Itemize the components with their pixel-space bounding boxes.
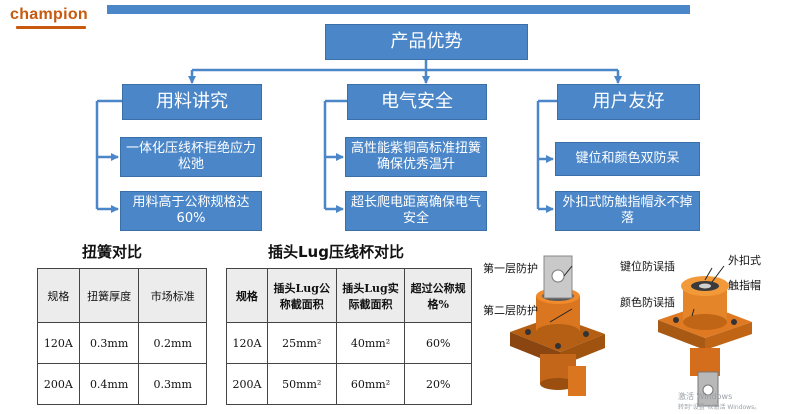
champion-logo: champion <box>10 6 94 29</box>
table-cell: 25mm² <box>266 322 337 364</box>
table-row: 120A 25mm² 40mm² 60% <box>226 322 472 364</box>
table-row: 120A 0.3mm 0.2mm <box>37 322 207 364</box>
table-cell: 120A <box>226 322 268 364</box>
table-header-cell: 插头Lug实际截面积 <box>335 268 406 323</box>
table-cell: 0.4mm <box>78 363 140 405</box>
leaf-node: 一体化压线杯拒绝应力松弛 <box>120 137 262 177</box>
branch-label: 用料讲究 <box>156 90 228 112</box>
logo-underline <box>16 26 86 29</box>
table-cell: 200A <box>37 363 80 405</box>
table-header-cell: 规格 <box>226 268 268 323</box>
table-cell: 200A <box>226 363 268 405</box>
label-second-protection: 第二层防护 <box>483 304 538 317</box>
label-cap-line1: 外扣式 <box>728 254 761 267</box>
table-cell: 60% <box>404 322 472 364</box>
table-header-cell: 插头Lug公称截面积 <box>266 268 337 323</box>
connector-illustration <box>510 255 752 407</box>
table-cell: 40mm² <box>335 322 406 364</box>
leaf-label: 超长爬电距离确保电气安全 <box>350 194 481 226</box>
left-connector-image <box>510 255 605 396</box>
leaf-label: 高性能紫铜高标准扭簧确保优秀温升 <box>350 140 481 172</box>
table-header-row: 规格 插头Lug公称截面积 插头Lug实际截面积 超过公称规格% <box>226 268 472 323</box>
table-row: 200A 50mm² 60mm² 20% <box>226 363 472 405</box>
right-connector-image <box>658 276 752 407</box>
table-cell: 60mm² <box>335 363 406 405</box>
branch-node-materials: 用料讲究 <box>122 84 262 120</box>
branch-label: 用户友好 <box>592 90 665 112</box>
lug-crimp-table: 规格 插头Lug公称截面积 插头Lug实际截面积 超过公称规格% 120A 25… <box>226 268 472 405</box>
table-cell: 50mm² <box>266 363 337 405</box>
leaf-node: 高性能紫铜高标准扭簧确保优秀温升 <box>345 137 487 177</box>
table1-title: 扭簧对比 <box>82 243 143 261</box>
leaf-node: 外扣式防触指帽永不掉落 <box>555 191 700 231</box>
label-first-protection: 第一层防护 <box>483 262 538 275</box>
branch-node-electrical-safety: 电气安全 <box>347 84 487 120</box>
logo-text: champion <box>10 6 88 23</box>
label-cap-line2: 触指帽 <box>728 279 761 292</box>
leaf-node: 用料高于公称规格达60% <box>120 191 262 231</box>
table-header-cell: 市场标准 <box>138 268 207 323</box>
label-keyed-mismating: 键位防误插 <box>620 260 675 273</box>
table-cell: 120A <box>37 322 80 364</box>
leaf-label: 键位和颜色双防呆 <box>575 150 680 166</box>
leaf-label: 一体化压线杯拒绝应力松弛 <box>125 140 256 172</box>
table-header-cell: 规格 <box>37 268 80 323</box>
table2-title: 插头Lug压线杯对比 <box>268 243 404 261</box>
header-bar <box>107 5 690 14</box>
leaf-label: 用料高于公称规格达60% <box>132 194 250 226</box>
label-color-mismating: 颜色防误插 <box>620 296 675 309</box>
table-cell: 0.2mm <box>138 322 207 364</box>
table-cell: 0.3mm <box>78 322 140 364</box>
branch-label: 电气安全 <box>381 90 453 112</box>
activation-watermark: 激活 Windows <box>678 392 733 401</box>
activation-watermark-sub: 转到"设置"以激活 Windows。 <box>678 404 761 411</box>
table-header-cell: 扭簧厚度 <box>78 268 140 323</box>
leaf-label: 外扣式防触指帽永不掉落 <box>562 194 693 226</box>
leaf-node: 超长爬电距离确保电气安全 <box>345 191 487 231</box>
leaf-node: 键位和颜色双防呆 <box>555 142 700 176</box>
table-cell: 20% <box>404 363 472 405</box>
torsion-spring-table: 规格 扭簧厚度 市场标准 120A 0.3mm 0.2mm 200A 0.4mm… <box>37 268 207 405</box>
table-cell: 0.3mm <box>138 363 207 405</box>
table-row: 200A 0.4mm 0.3mm <box>37 363 207 405</box>
table-header-cell: 超过公称规格% <box>404 268 472 323</box>
root-label: 产品优势 <box>390 30 463 52</box>
branch-node-user-friendly: 用户友好 <box>557 84 700 120</box>
root-node: 产品优势 <box>325 24 528 60</box>
table-header-row: 规格 扭簧厚度 市场标准 <box>37 268 207 323</box>
